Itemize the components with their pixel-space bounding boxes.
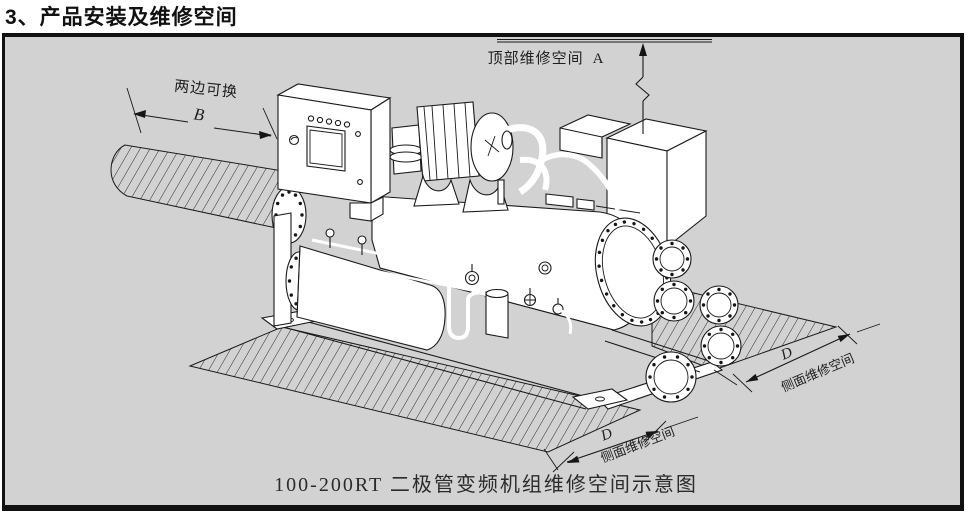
cabinet-logo	[288, 134, 300, 146]
water-flange-4	[700, 325, 742, 367]
dim-tube-pull	[126, 87, 278, 140]
dim-side-right	[713, 323, 881, 393]
water-flange-3	[699, 285, 739, 325]
piping	[309, 228, 601, 341]
water-flange-1	[652, 239, 692, 279]
dim-side-front	[543, 416, 699, 473]
control-cabinet	[276, 83, 392, 222]
dim-letter-a: A	[592, 51, 605, 67]
dim-top-space	[497, 38, 712, 134]
cabinet-screen	[306, 125, 346, 172]
floor-hatch-front	[188, 326, 642, 453]
water-flange-2	[653, 280, 695, 322]
compressor	[389, 101, 621, 213]
front-tank	[296, 245, 446, 351]
figure-caption: 100-200RT 二极管变频机组维修空间示意图	[274, 474, 698, 496]
water-flange-5	[645, 351, 697, 403]
dim-letter-b: B	[192, 104, 206, 125]
tube-removal-cylinder	[110, 144, 296, 233]
section-title: 3、产品安装及维修空间	[5, 6, 238, 29]
